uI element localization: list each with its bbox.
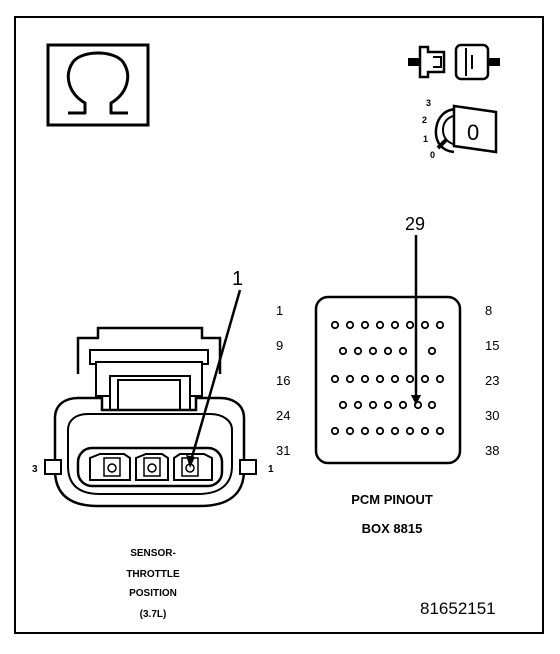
pcm-cavity-11 xyxy=(368,346,378,356)
pcm-cavity-13 xyxy=(398,346,408,356)
pcm-cavity-36 xyxy=(420,426,430,436)
pcm-cavity-35 xyxy=(405,426,415,436)
pcm-cavity-14 xyxy=(427,346,437,356)
ignition-position-1: 1 xyxy=(423,134,428,144)
pcm-cavity-33 xyxy=(375,426,385,436)
pcm-cavity-2 xyxy=(345,320,355,330)
pcm-row-label-30: 30 xyxy=(485,408,499,423)
pcm-row-label-23: 23 xyxy=(485,373,499,388)
pcm-row-label-38: 38 xyxy=(485,443,499,458)
ignition-position-0: 0 xyxy=(430,150,435,160)
connector-pin-label-left: 3 xyxy=(32,464,38,475)
pcm-cavity-22 xyxy=(435,374,445,384)
pcm-cavity-5 xyxy=(390,320,400,330)
connector-cavity-3 xyxy=(89,453,131,481)
connector-cavity-2 xyxy=(135,453,169,481)
pcm-cavity-19 xyxy=(390,374,400,384)
pcm-cavity-34 xyxy=(390,426,400,436)
callout-pin-1-arrowhead xyxy=(186,455,195,468)
pcm-cavity-8 xyxy=(435,320,445,330)
pcm-row-label-24: 24 xyxy=(276,408,290,423)
callout-pin-29-arrowhead xyxy=(411,395,421,405)
ignition-position-3: 3 xyxy=(426,98,431,108)
pcm-row-label-16: 16 xyxy=(276,373,290,388)
pcm-row-label-15: 15 xyxy=(485,338,499,353)
pcm-row-label-1: 1 xyxy=(276,303,283,318)
pcm-cavity-3 xyxy=(360,320,370,330)
pcm-cavity-21 xyxy=(420,374,430,384)
pcm-cavity-31 xyxy=(345,426,355,436)
pcm-cavity-29 xyxy=(427,400,437,410)
pcm-row-label-31: 31 xyxy=(276,443,290,458)
pcm-cavity-23 xyxy=(338,400,348,410)
pcm-cavity-16 xyxy=(345,374,355,384)
pcm-cavity-25 xyxy=(368,400,378,410)
pcm-cavity-26 xyxy=(383,400,393,410)
ignition-position-2: 2 xyxy=(422,115,427,125)
pcm-pinout-subtitle: BOX 8815 xyxy=(362,521,423,536)
ignition-switch-icon: 3 2 1 0 0 xyxy=(422,98,498,160)
pcm-cavity-17 xyxy=(360,374,370,384)
pcm-cavity-10 xyxy=(353,346,363,356)
pcm-cavity-6 xyxy=(405,320,415,330)
sensor-caption-line-3: POSITION xyxy=(129,588,177,599)
connector-cavity-1 xyxy=(173,453,213,481)
callout-pin-29-label: 29 xyxy=(405,214,425,234)
callout-pin-1-leader xyxy=(188,289,242,465)
pcm-cavity-1 xyxy=(330,320,340,330)
diagram-frame xyxy=(14,16,544,634)
pcm-cavity-4 xyxy=(375,320,385,330)
sensor-caption-line-4: (3.7L) xyxy=(140,609,167,620)
pcm-cavity-20 xyxy=(405,374,415,384)
pcm-cavity-12 xyxy=(383,346,393,356)
figure-id: 81652151 xyxy=(420,599,496,618)
sensor-caption: SENSOR- THROTTLE POSITION (3.7L) xyxy=(126,548,180,620)
connector-pin-label-right: 1 xyxy=(268,464,274,475)
pcm-cavity-27 xyxy=(398,400,408,410)
pcm-cavity-9 xyxy=(338,346,348,356)
pcm-cavity-18 xyxy=(375,374,385,384)
ignition-key-label: 0 xyxy=(467,120,479,145)
pcm-pinout-box xyxy=(314,295,462,465)
pcm-row-label-8: 8 xyxy=(485,303,492,318)
pcm-pinout-title: PCM PINOUT xyxy=(351,492,433,507)
pcm-cavity-7 xyxy=(420,320,430,330)
disconnect-connector-icon xyxy=(408,43,500,81)
sensor-connector xyxy=(44,326,257,508)
sensor-caption-line-2: THROTTLE xyxy=(126,569,180,580)
pcm-cavity-32 xyxy=(360,426,370,436)
callout-pin-1-label: 1 xyxy=(232,268,243,290)
pcm-row-label-9: 9 xyxy=(276,338,283,353)
pcm-pin-grid xyxy=(330,320,445,436)
pcm-cavity-15 xyxy=(330,374,340,384)
sensor-caption-line-1: SENSOR- xyxy=(130,548,176,559)
pcm-cavity-30 xyxy=(330,426,340,436)
pcm-cavity-37 xyxy=(435,426,445,436)
pcm-cavity-24 xyxy=(353,400,363,410)
ohmmeter-icon xyxy=(46,43,150,127)
